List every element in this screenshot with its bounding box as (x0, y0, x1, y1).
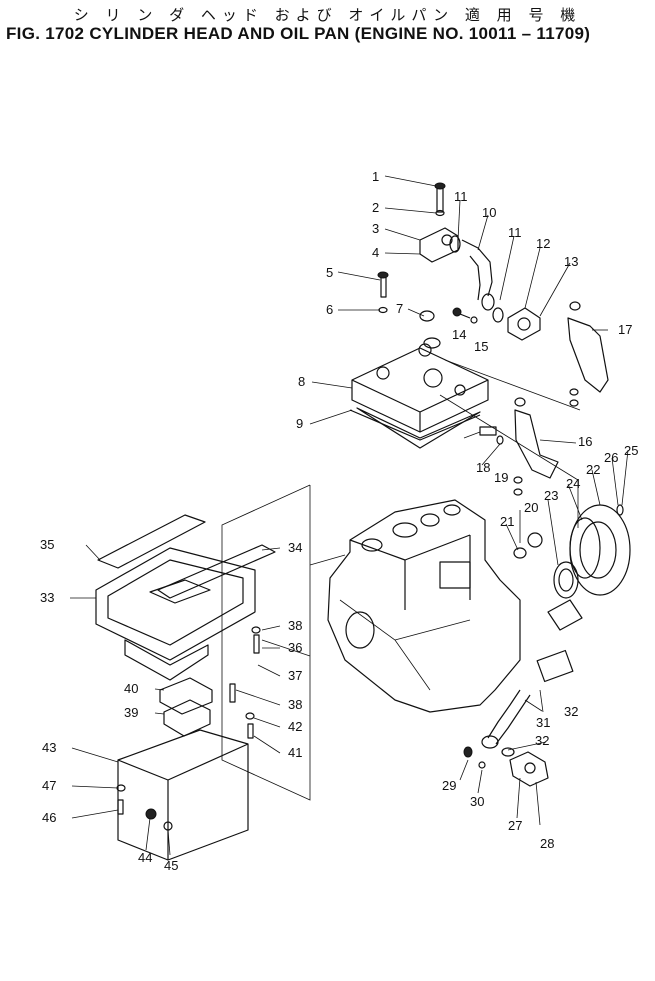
label-24: 24 (566, 476, 580, 491)
label-34: 34 (288, 540, 302, 555)
assembly-frame-lines (221, 359, 581, 801)
title-japanese: シ リ ン ダ ヘッド および オイルパン 適 用 号 機 (73, 6, 582, 24)
label-3: 9 (296, 416, 303, 431)
engine-block (327, 499, 521, 713)
label-29: 29 (442, 778, 456, 793)
bracket-17 (567, 317, 609, 393)
label-21: 21 (500, 514, 514, 529)
figure-title: FIG. 1702 CYLINDER HEAD AND OIL PAN (ENG… (6, 24, 591, 43)
label-42: 42 (288, 719, 302, 734)
label-27: 27 (508, 818, 522, 833)
label-12: 12 (536, 236, 550, 251)
label-20: 20 (524, 500, 538, 515)
label-36: 36 (288, 640, 302, 655)
label-8: 1 (372, 169, 379, 184)
label-47: 47 (42, 778, 56, 793)
label-19: 19 (494, 470, 508, 485)
label-13: 13 (564, 254, 578, 269)
label-32a: 32 (564, 704, 578, 719)
label-4: 5 (326, 265, 333, 280)
label-18: 18 (476, 460, 490, 475)
label-15: 15 (474, 339, 488, 354)
label-31: 31 (536, 715, 550, 730)
label-45: 45 (164, 858, 178, 873)
label-7: 4 (372, 245, 379, 260)
label-22: 22 (586, 462, 600, 477)
lower-cover (117, 729, 249, 861)
label-32b: 32 (535, 733, 549, 748)
label-33: 33 (40, 590, 54, 605)
gasket-35 (97, 514, 206, 569)
label-14: 14 (452, 327, 466, 342)
label-2: 7 (396, 301, 403, 316)
label-30: 30 (470, 794, 484, 809)
label-16: 16 (578, 434, 592, 449)
label-6: 3 (372, 221, 379, 236)
oil-pan (95, 547, 256, 681)
label-38b: 38 (288, 697, 302, 712)
label-35: 35 (40, 537, 54, 552)
label-1: 8 (298, 374, 305, 389)
oil-tube (487, 689, 531, 745)
label-26: 26 (604, 450, 618, 465)
strainer (159, 677, 213, 715)
label-44: 44 (138, 850, 152, 865)
label-5: 6 (326, 302, 333, 317)
label-28: 28 (540, 836, 554, 851)
part-labels: 1 2 3 4 5 6 7 8 9 11 10 11 12 13 14 15 1… (40, 169, 638, 873)
label-11b: 11 (508, 225, 522, 240)
label-39: 39 (124, 705, 138, 720)
bracket-16 (514, 409, 559, 479)
leader-lines (70, 175, 629, 856)
label-43: 43 (42, 740, 56, 755)
label-46: 46 (42, 810, 56, 825)
label-37: 37 (288, 668, 302, 683)
label-17: 17 (618, 322, 632, 337)
gasket-34 (157, 544, 276, 599)
water-flange (507, 307, 541, 341)
water-hose (461, 239, 493, 301)
head-gasket (349, 409, 481, 441)
front-cover (553, 504, 631, 599)
label-11a: 11 (454, 189, 468, 204)
label-40: 40 (124, 681, 138, 696)
label-25: 25 (624, 443, 638, 458)
label-23: 23 (544, 488, 558, 503)
label-10: 10 (482, 205, 496, 220)
label-41: 41 (288, 745, 302, 760)
cylinder-head (351, 343, 489, 449)
label-38: 38 (288, 618, 302, 633)
label-9: 2 (372, 200, 379, 215)
